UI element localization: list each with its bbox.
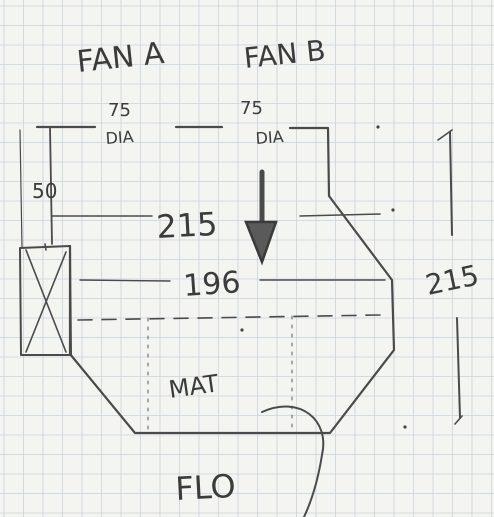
airflow-arrow-icon	[244, 169, 278, 266]
fan-b-label: FAN B	[242, 34, 327, 75]
internal-lines	[51, 213, 386, 433]
outline-right-top	[68, 126, 396, 435]
outline-left-wall-faint	[19, 129, 23, 249]
outline-left-wall	[49, 126, 53, 245]
enclosure-outline	[19, 125, 396, 435]
height-dimension-line	[437, 129, 463, 425]
total-height-label: 215	[423, 258, 482, 301]
fan-a-type: DIA	[105, 127, 134, 148]
reference-dots	[240, 125, 407, 429]
top-width-label: 215	[155, 205, 218, 246]
fan-a-label: FAN A	[75, 36, 166, 80]
left-height-label: 50	[32, 179, 57, 203]
line-215-right	[299, 213, 381, 217]
fan-b-type: DIA	[255, 127, 284, 148]
line-196-left	[79, 279, 171, 282]
mid-width-label: 196	[182, 265, 242, 304]
lead-curve	[261, 405, 325, 517]
fan-b-size: 75	[240, 98, 263, 119]
center-label: MAT	[167, 369, 221, 404]
dashed-line	[77, 314, 381, 321]
bottom-label: FLO	[174, 467, 236, 508]
filter-box	[19, 243, 72, 356]
mat-box	[147, 315, 293, 433]
fan-a-size: 75	[108, 100, 131, 121]
